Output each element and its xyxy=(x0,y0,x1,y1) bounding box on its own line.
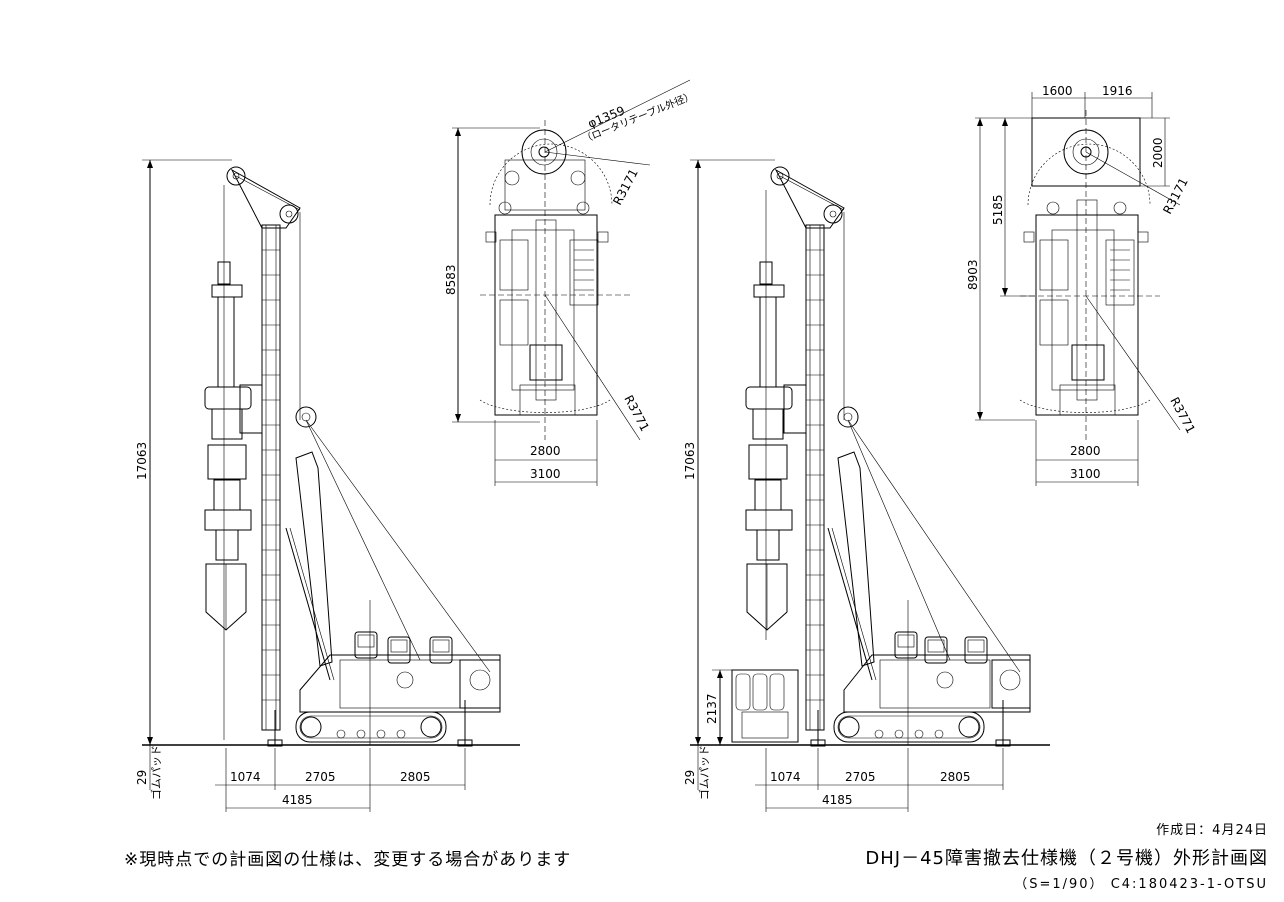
width-2800-left: 2800 xyxy=(530,444,561,458)
dim-2705-left: 2705 xyxy=(305,770,336,784)
dim-1074-right: 1074 xyxy=(770,770,801,784)
dim-4185-left: 4185 xyxy=(282,793,313,807)
box-dim-2137: 2137 xyxy=(705,693,719,724)
creation-date: 作成日：4月24日 xyxy=(1156,823,1268,838)
drawing-title: DHJ－45障害撤去仕様機（２号機）外形計画図 xyxy=(865,848,1268,869)
height-5185: 5185 xyxy=(991,194,1005,225)
pad-dim-right: 29 xyxy=(683,770,697,785)
disclaimer-note: ※現時点での計画図の仕様は、変更する場合があります xyxy=(124,850,572,870)
height-8903: 8903 xyxy=(966,259,980,290)
rotary-head xyxy=(204,386,252,410)
left-side-view: 1074 2705 2805 4185 17063 29 ゴムパッド xyxy=(135,159,520,812)
left-top-view: 8583 xyxy=(444,79,696,486)
side-dim-2000: 2000 xyxy=(1151,137,1165,168)
dim-2805-left: 2805 xyxy=(400,770,431,784)
right-top-view: 1600 1916 2000 5185 8903 xyxy=(966,84,1198,486)
top-dim-1600: 1600 xyxy=(1042,84,1073,98)
height-8583: 8583 xyxy=(444,264,458,295)
rotary-table-circle xyxy=(521,129,567,175)
scale-and-code: （S=1/90） C4:180423-1-OTSU xyxy=(1014,877,1268,892)
mast xyxy=(261,224,281,731)
dim-2805-right: 2805 xyxy=(940,770,971,784)
width-3100-left: 3100 xyxy=(530,467,561,481)
radius-3771-left: R3771 xyxy=(621,393,652,434)
top-dim-1916: 1916 xyxy=(1102,84,1133,98)
radius-3771-right: R3771 xyxy=(1167,395,1198,436)
bucket xyxy=(205,563,247,631)
pad-dim-left: 29 xyxy=(135,770,149,785)
dim-1074-left: 1074 xyxy=(230,770,261,784)
pad-label-right: ゴムパッド xyxy=(697,745,711,800)
width-3100-right: 3100 xyxy=(1070,467,1101,481)
pad-label-left: ゴムパッド xyxy=(149,745,163,800)
dim-2705-right: 2705 xyxy=(845,770,876,784)
dim-4185-right: 4185 xyxy=(822,793,853,807)
removal-equipment xyxy=(731,669,799,743)
height-17063-left: 17063 xyxy=(135,442,149,480)
height-17063-right: 17063 xyxy=(683,442,697,480)
radius-3171-left: R3171 xyxy=(610,166,641,207)
right-side-view: 2137 1074 2705 2805 4185 17063 29 ゴムパッド xyxy=(683,159,1050,812)
width-2800-right: 2800 xyxy=(1070,444,1101,458)
mast-head xyxy=(230,168,301,229)
upper-body xyxy=(299,654,501,713)
